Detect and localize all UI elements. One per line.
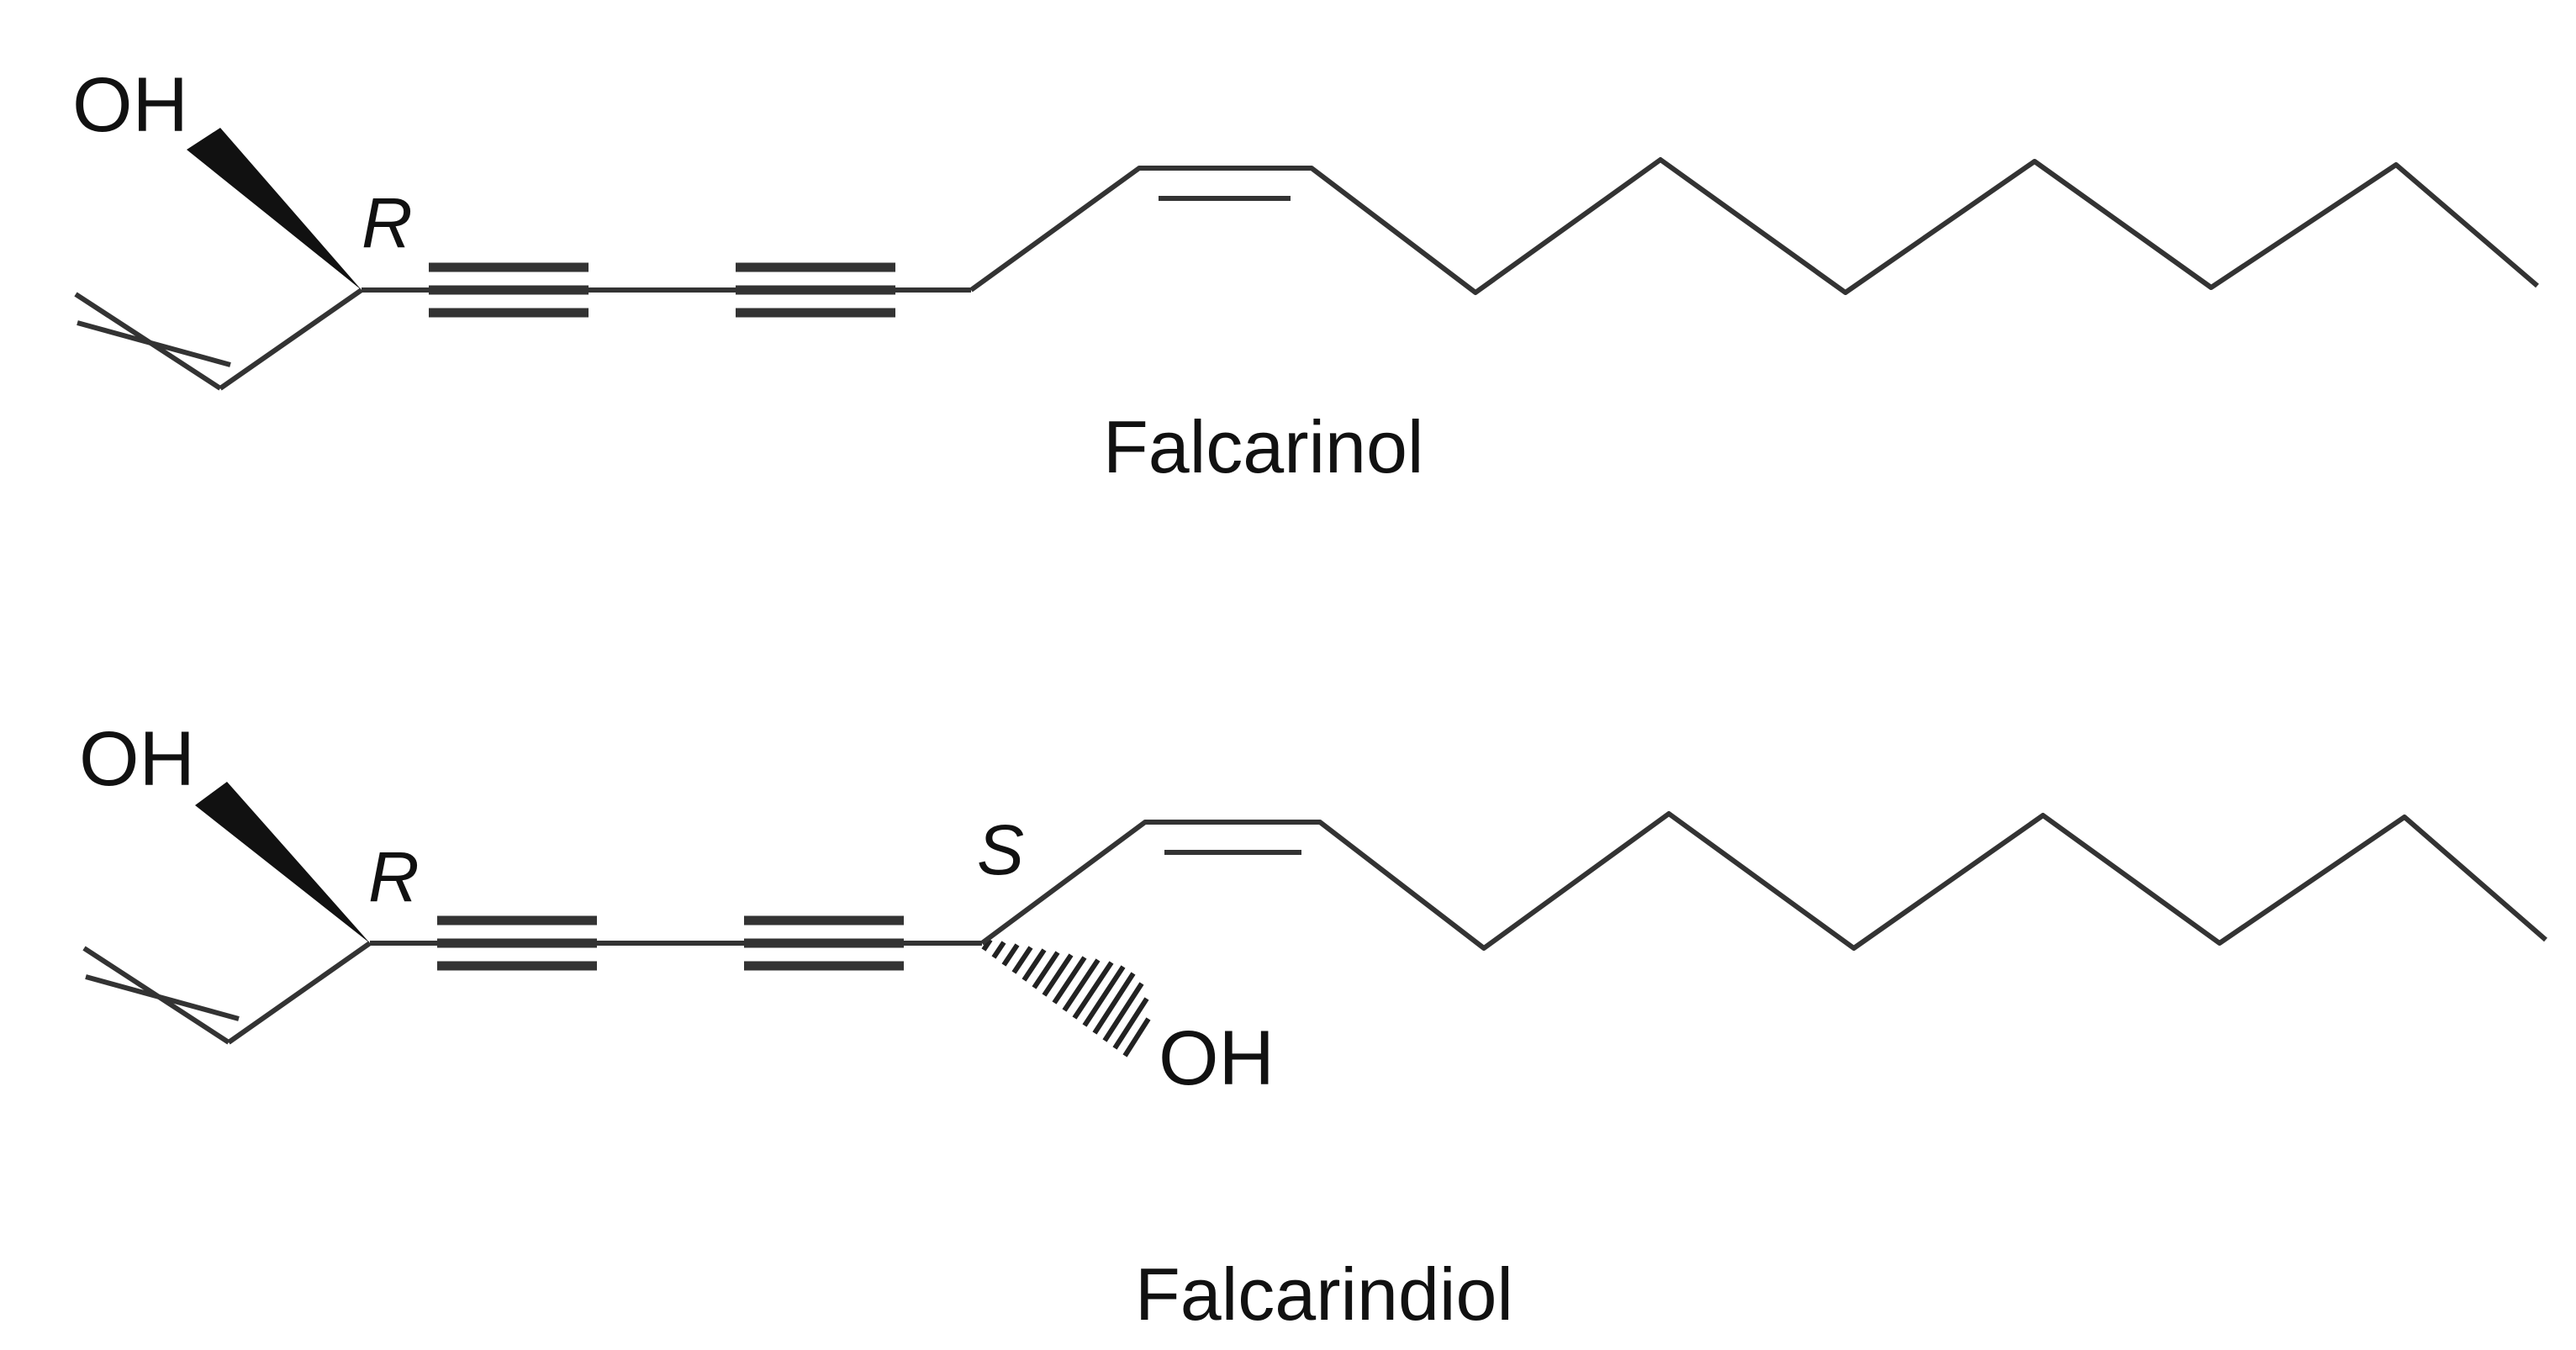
- wedge-bond-oh: [187, 128, 362, 290]
- falcarindiol-name: Falcarindiol: [1135, 1252, 1513, 1336]
- falcarinol-r-label: R: [362, 183, 413, 262]
- falcarindiol-oh-label-1: OH: [79, 716, 195, 802]
- triple-bond-2: [736, 262, 895, 318]
- falcarindiol-structure: [82, 782, 2547, 1057]
- c2-c3-bond: [227, 941, 372, 1045]
- c2-c3-bond: [219, 287, 363, 391]
- aliphatic-chain: [980, 811, 2547, 951]
- falcarinol-name: Falcarinol: [1103, 405, 1423, 488]
- falcarinol-structure: [74, 128, 2539, 391]
- falcarindiol-r-label: R: [368, 837, 420, 916]
- hashed-bond-oh: [981, 938, 1151, 1057]
- triple-bond-2: [744, 915, 904, 971]
- aliphatic-chain: [969, 157, 2539, 295]
- falcarinol-oh-label: OH: [72, 62, 188, 148]
- wedge-bond-oh: [195, 782, 370, 943]
- vinyl-double-bond-inner: [85, 974, 240, 1021]
- triple-bond-1: [429, 262, 589, 318]
- falcarindiol-s-label: S: [977, 810, 1024, 889]
- vinyl-double-bond-inner: [77, 320, 231, 367]
- triple-bond-1: [437, 915, 597, 971]
- falcarindiol-oh-label-2: OH: [1159, 1015, 1275, 1101]
